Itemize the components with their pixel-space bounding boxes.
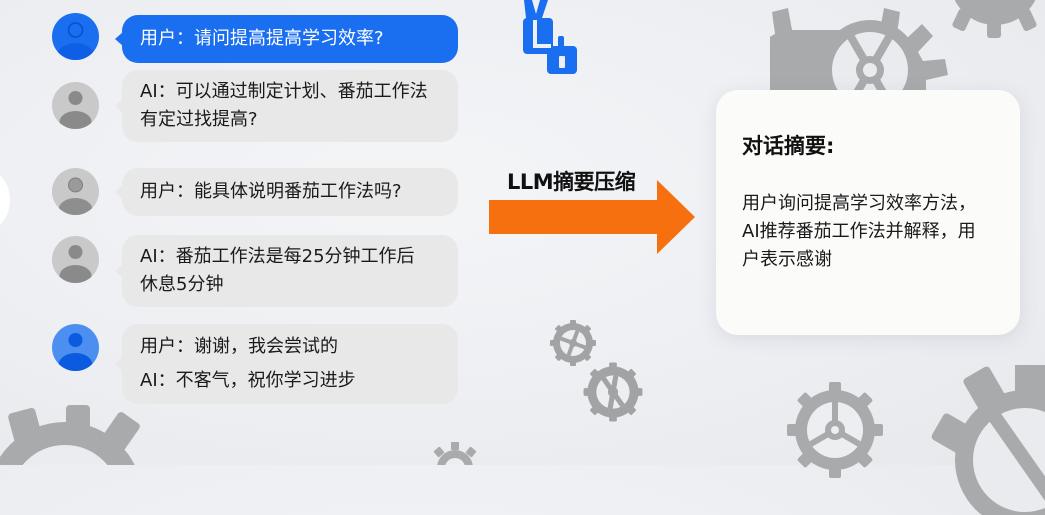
summary-line: 用户询问提高学习效率方法， [742,193,976,214]
message-row-user: 用户：谢谢，我会尝试的 AI：不客气，祝你学习进步 [52,324,458,404]
summary-title: 对话摘要: [742,134,835,158]
gear-icon [581,360,645,424]
message-text: AI：番茄工作法是每25分钟工作后 [140,246,415,267]
gear-icon [548,318,598,368]
user-avatar-icon [52,13,99,60]
message-bubble-user: 用户：谢谢，我会尝试的 AI：不客气，祝你学习进步 [115,324,458,404]
message-row-ai: AI：可以通过制定计划、番茄工作法 有定过找提高? [52,70,458,142]
gear-icon [430,440,480,465]
message-text: 用户：能具体说明番茄工作法吗? [140,181,402,202]
message-row-ai: AI：番茄工作法是每25分钟工作后 休息5分钟 [52,235,458,307]
message-bubble-user: 用户：能具体说明番茄工作法吗? [115,168,458,216]
message-bubble-ai: AI：番茄工作法是每25分钟工作后 休息5分钟 [115,235,458,307]
user-avatar-icon [52,168,99,215]
ai-avatar-icon [52,236,99,283]
message-text: AI：不客气，祝你学习进步 [140,370,356,391]
summary-text: 用户询问提高学习效率方法， AI推荐番茄工作法并解释，用 户表示感谢 [742,190,994,274]
message-row-user: 用户：请问提高提高学习效率? [52,13,458,63]
ai-avatar-icon [52,82,99,129]
gear-icon [0,405,140,465]
process-label: LLM摘要压缩 [507,170,636,194]
message-text: AI：可以通过制定计划、番茄工作法 [140,81,428,102]
edge-shape [0,172,10,228]
arrow-right-icon [489,180,695,258]
message-text: 用户：请问提高提高学习效率? [140,28,384,49]
summary-card: 对话摘要: 用户询问提高学习效率方法， AI推荐番茄工作法并解释，用 户表示感谢 [716,90,1020,335]
message-row-user: 用户：能具体说明番茄工作法吗? [52,168,458,216]
message-bubble-ai: AI：可以通过制定计划、番茄工作法 有定过找提高? [115,70,458,142]
gear-icon [930,365,1045,515]
message-text: 有定过找提高? [140,109,258,130]
gear-icon [785,380,885,480]
summary-line: AI推荐番茄工作法并解释，用 [742,221,976,242]
message-text: 休息5分钟 [140,274,224,295]
message-text: 用户：谢谢，我会尝试的 [140,336,338,357]
summary-line: 户表示感谢 [742,249,832,270]
gear-icon [935,0,1045,40]
user-avatar-icon [52,324,99,371]
message-bubble-user: 用户：请问提高提高学习效率? [115,15,458,63]
compression-tool-icon [520,0,590,79]
